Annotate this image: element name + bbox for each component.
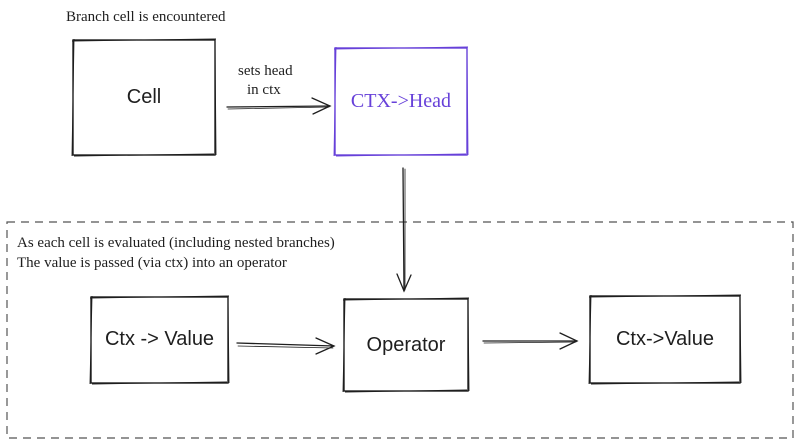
result-box [588, 294, 742, 385]
operator-box [342, 297, 470, 393]
result-box-label: Ctx->Value [615, 328, 714, 350]
arrow-value-to-operator [236, 337, 336, 355]
operator-box-label: Operator [366, 334, 446, 356]
cell-box-label: Cell [126, 86, 162, 108]
edge-label-line1: sets head [238, 63, 293, 79]
arrow-operator-to-result [482, 332, 579, 350]
value-box-label: Ctx -> Value [104, 328, 215, 350]
region-caption-line2: The value is passed (via ctx) into an op… [17, 255, 287, 271]
arrow-head-to-operator [396, 167, 412, 293]
top-caption: Branch cell is encountered [66, 9, 226, 25]
evaluation-region [6, 221, 794, 439]
cell-box [71, 38, 217, 157]
value-box [89, 295, 230, 385]
head-box [333, 46, 469, 157]
head-box-label: CTX->Head [350, 90, 452, 112]
arrow-cell-to-head [226, 97, 332, 115]
region-caption-line1: As each cell is evaluated (including nes… [17, 235, 335, 251]
edge-label-line2: in ctx [247, 82, 281, 98]
